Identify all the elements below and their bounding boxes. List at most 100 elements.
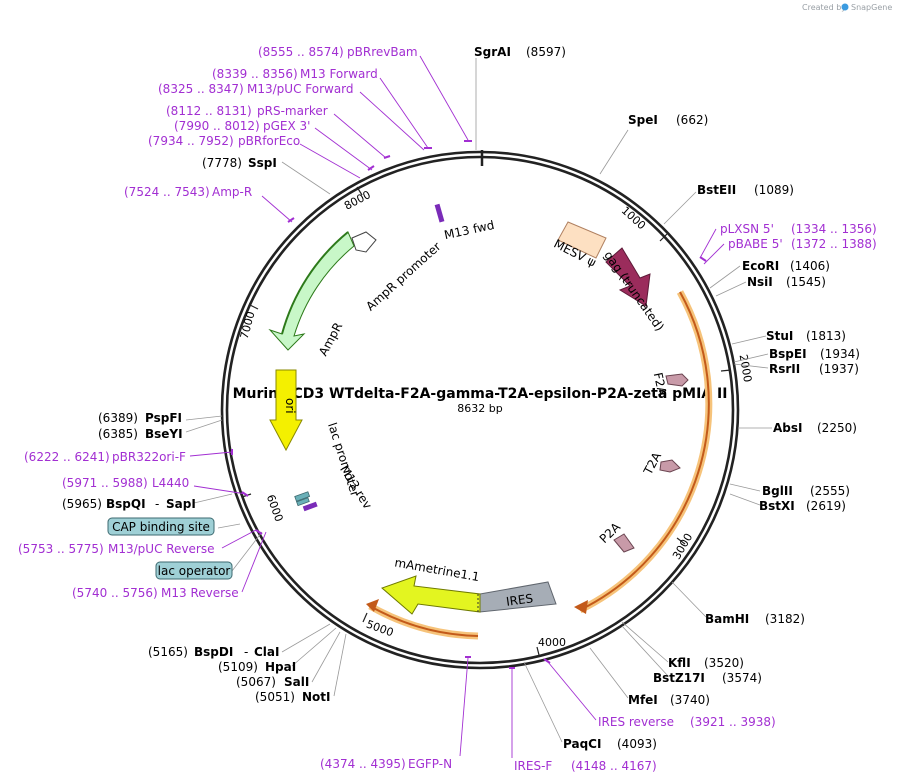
m13fwd-feature: [434, 203, 445, 223]
primer-plxsn5-range: (1334 .. 1356): [791, 222, 877, 236]
site-absi: AbsI: [773, 421, 802, 435]
tick-marks: [241, 186, 732, 656]
site-paqci-pos: (4093): [617, 737, 657, 751]
site-noti-pos: (5051): [255, 690, 295, 704]
ori-arrow: [269, 369, 303, 452]
site-bspqi-pos: (5965): [62, 497, 102, 511]
site-separator-clai: -: [244, 645, 248, 659]
credit-text: Created by: [802, 3, 846, 12]
ori-label: ori: [283, 398, 297, 414]
primer-m13pucfwd: M13/pUC Forward: [247, 82, 354, 96]
snapgene-logo-icon: [841, 3, 849, 11]
tick-label-2000: 2000: [737, 353, 755, 383]
primer-m13rev: M13 Reverse: [161, 586, 239, 600]
cap-binding-site-box: [107, 517, 215, 536]
primer-ampr-range: (7524 .. 7543): [124, 185, 210, 199]
site-pspfi: PspFI: [145, 411, 182, 425]
plasmid-title: Murine CD3 WTdelta-F2A-gamma-T2A-epsilon…: [233, 386, 728, 402]
site-stui: StuI: [766, 329, 793, 343]
primer-iresrev-range: (3921 .. 3938): [690, 715, 776, 729]
primer-plxsn5: pLXSN 5': [720, 222, 774, 236]
primer-m13pucfwd-range: (8325 .. 8347): [158, 82, 244, 96]
site-bamhi-pos: (3182): [765, 612, 805, 626]
site-kfli: KflI: [668, 656, 691, 670]
site-bstz17i: BstZ17I: [653, 671, 705, 685]
ampr-promoter-arrow: [351, 231, 377, 253]
primer-pgex3-range: (7990 .. 8012): [174, 119, 260, 133]
backbone-outer: [220, 150, 740, 670]
primer-iresf-range: (4148 .. 4167): [571, 759, 657, 773]
primer-pbrrevbam: pBRrevBam: [347, 45, 418, 59]
primer-iresf: IRES-F: [514, 759, 552, 773]
site-rsrii-pos: (1937): [819, 362, 859, 376]
site-bspei-pos: (1934): [820, 347, 860, 361]
site-sali-pos: (5067): [236, 675, 276, 689]
backbone-inner: [225, 155, 735, 665]
primer-prsmarker: pRS-marker: [257, 104, 328, 118]
site-hpai-pos: (5109): [218, 660, 258, 674]
site-bsteii-pos: (1089): [754, 183, 794, 197]
mametrine-arrow: [381, 575, 481, 615]
site-ecori-pos: (1406): [790, 259, 830, 273]
tick-label-1000: 1000: [619, 204, 649, 232]
primer-m13pucrev-range: (5753 .. 5775): [18, 542, 104, 556]
primer-ampr: Amp-R: [212, 185, 252, 199]
site-pspfi-pos: (6389): [98, 411, 138, 425]
ires-label: IRES: [505, 591, 534, 609]
site-stui-pos: (1813): [806, 329, 846, 343]
site-bglii-pos: (2555): [810, 484, 850, 498]
site-bstxi-pos: (2619): [806, 499, 846, 513]
ampr-label: AmpR: [316, 320, 345, 358]
f2a-label: F2A: [651, 371, 670, 397]
primer-m13rev-range: (5740 .. 5756): [72, 586, 158, 600]
site-sapi: SapI: [166, 497, 196, 511]
lac-operator-feature: [294, 491, 311, 502]
ampr-outline: [281, 231, 349, 335]
site-rsrii: RsrII: [769, 362, 800, 376]
f2a-tag: [665, 373, 689, 387]
primer-m13pucrev: M13/pUC Reverse: [108, 542, 215, 556]
site-bspdi: BspDI: [194, 645, 233, 659]
site-bspei: BspEI: [769, 347, 807, 361]
plasmid-size: 8632 bp: [457, 402, 502, 415]
site-nsii: NsiI: [747, 275, 773, 289]
site-kfli-pos: (3520): [704, 656, 744, 670]
site-ecori: EcoRI: [742, 259, 779, 273]
m13fwd-label: M13 fwd: [443, 218, 496, 242]
cap-site-feature: [296, 497, 310, 507]
primer-leader-lines: [189, 55, 725, 758]
primer-egfpn-range: (4374 .. 4395): [320, 757, 406, 771]
lower-arrow-arc: [369, 605, 479, 637]
site-noti: NotI: [302, 690, 331, 704]
primer-l4440-range: (5971 .. 5988): [62, 476, 148, 490]
primer-m13fwd-range: (8339 .. 8356): [212, 67, 298, 81]
site-bglii: BglII: [762, 484, 793, 498]
site-mfei: MfeI: [628, 693, 658, 707]
site-leader-lines: [185, 58, 772, 743]
primer-pbrforeco-range: (7934 .. 7952): [148, 134, 234, 148]
orf-arrow-arc: [579, 291, 710, 611]
site-sgrai-pos: (8597): [526, 45, 566, 59]
site-nsii-pos: (1545): [786, 275, 826, 289]
gag-arrow: [605, 247, 651, 307]
cap-binding-site-label: CAP binding site: [112, 520, 210, 534]
site-spei-pos: (662): [676, 113, 708, 127]
primer-egfpn: EGFP-N: [408, 757, 452, 771]
primer-markers: [231, 140, 707, 669]
tick-label-8000: 8000: [342, 188, 373, 213]
site-bamhi: BamHI: [705, 612, 749, 626]
primer-pbabe5-range: (1372 .. 1388): [791, 237, 877, 251]
site-hpai: HpaI: [265, 660, 296, 674]
primer-pbabe5: pBABE 5': [728, 237, 783, 251]
site-spei: SpeI: [628, 113, 658, 127]
ampr-promoter-label: AmpR promoter: [363, 239, 443, 313]
site-bseyi-pos: (6385): [98, 427, 138, 441]
mesv-psi-feature: [557, 221, 607, 259]
t2a-tag: [659, 459, 681, 473]
primer-m13fwd: M13 Forward: [300, 67, 378, 81]
site-bspqi: BspQI: [106, 497, 146, 511]
primer-prsmarker-range: (8112 .. 8131): [166, 104, 252, 118]
site-bstxi: BstXI: [759, 499, 795, 513]
